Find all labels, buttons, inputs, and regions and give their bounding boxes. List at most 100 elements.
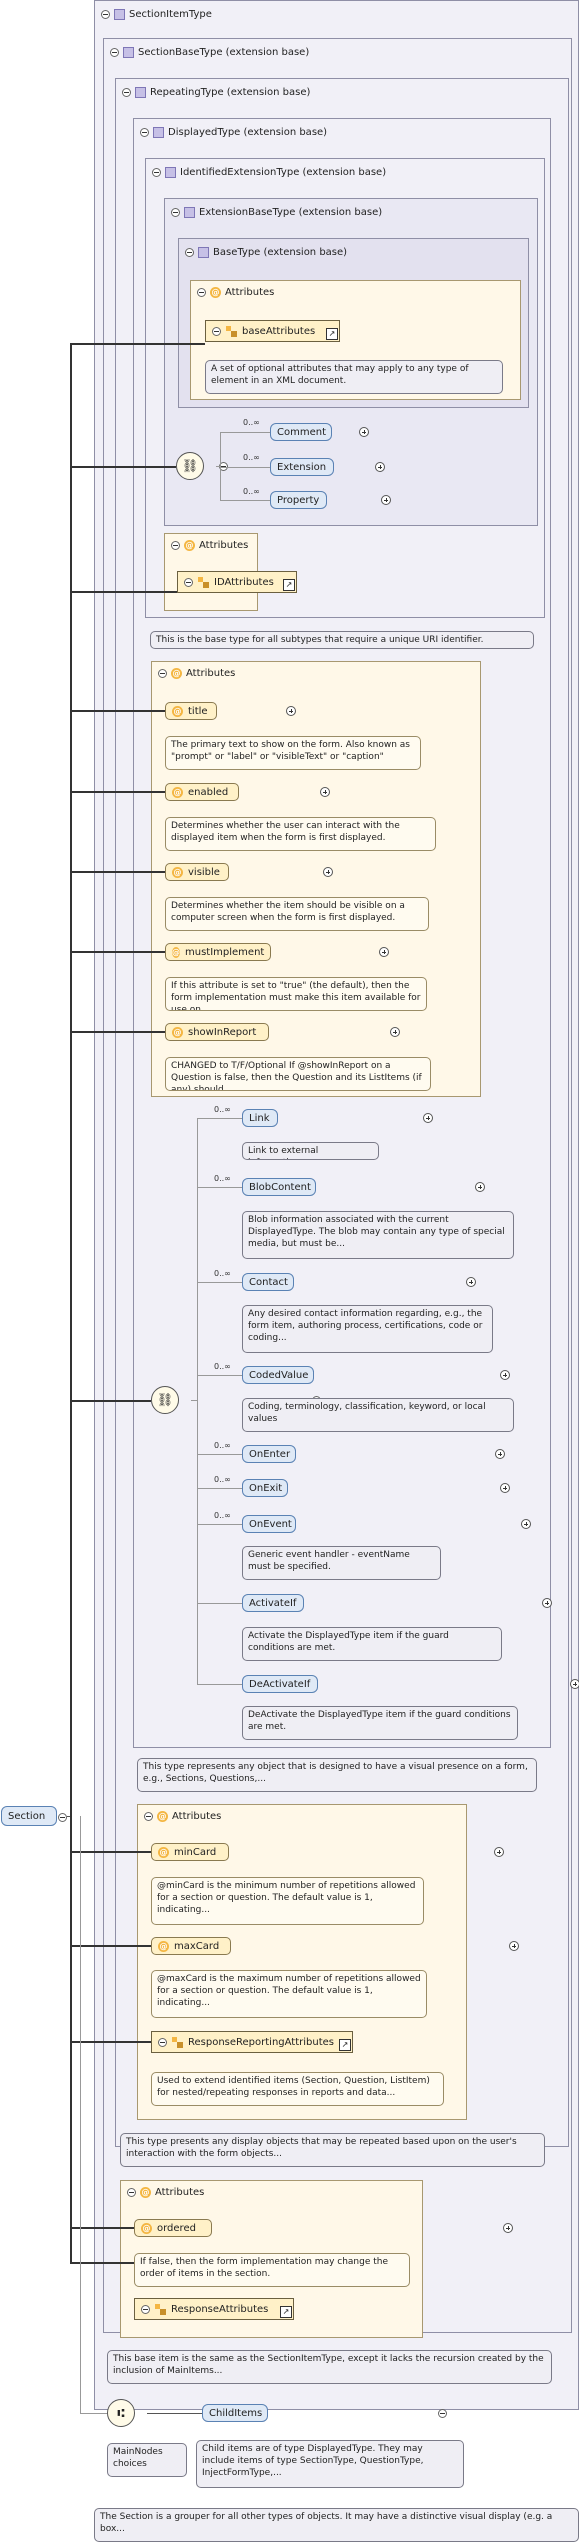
complex-type-icon (165, 166, 176, 178)
attribute-showinreport[interactable]: @ showInReport (165, 1023, 269, 1041)
collapse-toggle[interactable] (158, 669, 167, 678)
base-type-header: BaseType (extension base) (185, 245, 347, 259)
connector (70, 343, 72, 2263)
onexit-element[interactable]: OnExit (242, 1479, 288, 1497)
expand-toggle[interactable] (503, 2223, 514, 2233)
expand-toggle[interactable] (500, 1483, 510, 1493)
expand-toggle[interactable] (285, 706, 296, 716)
attribute-visible[interactable]: @ visible (165, 863, 229, 881)
id-attributes-group[interactable]: IDAttributes ↗ (177, 571, 297, 593)
expand-toggle[interactable] (475, 1182, 486, 1192)
root-element-section[interactable]: Section (1, 1806, 57, 1826)
collapse-toggle[interactable] (171, 207, 180, 217)
blobcontent-element[interactable]: BlobContent (242, 1178, 316, 1196)
collapse-toggle[interactable] (101, 9, 110, 19)
activateif-element[interactable]: ActivateIf (242, 1594, 304, 1612)
attribute-maxcard-note: @maxCard is the maximum number of repeti… (151, 1970, 427, 2018)
attribute-icon: @ (140, 2187, 151, 2198)
extension-sequence-icon[interactable]: ⛓ (176, 452, 204, 480)
connector (147, 2413, 202, 2414)
collapse-toggle[interactable] (127, 2188, 136, 2197)
attributes-header: @ Attributes (158, 668, 235, 679)
childitems-element[interactable]: ChildItems (202, 2404, 268, 2422)
repeating-type-header: RepeatingType (extension base) (122, 85, 310, 99)
collapse-toggle[interactable] (158, 2037, 167, 2047)
attribute-title-note: The primary text to show on the form. Al… (165, 736, 421, 770)
connector (197, 1488, 242, 1489)
collapse-toggle[interactable] (140, 127, 149, 137)
displayed-sequence-icon[interactable]: ⛓ (151, 1386, 179, 1414)
expand-toggle[interactable] (466, 1277, 477, 1287)
expand-toggle[interactable] (378, 947, 389, 957)
deactivateif-element[interactable]: DeActivateIf (242, 1675, 318, 1693)
expand-toggle[interactable] (493, 1847, 504, 1857)
codedvalue-element[interactable]: CodedValue (242, 1366, 314, 1384)
extension-element[interactable]: Extension (270, 458, 334, 476)
expand-toggle[interactable] (494, 1449, 505, 1459)
attribute-name: minCard (174, 1846, 217, 1858)
contact-element[interactable]: Contact (242, 1273, 294, 1291)
response-reporting-attributes-group[interactable]: ResponseReportingAttributes ↗ (151, 2031, 353, 2053)
complex-type-icon (123, 46, 134, 58)
expand-toggle[interactable] (374, 462, 385, 472)
cardinality-label: 0..∞ (243, 487, 260, 496)
attribute-title[interactable]: @ title (165, 702, 217, 720)
base-attributes-group[interactable]: baseAttributes ↗ (205, 320, 340, 342)
collapse-toggle[interactable] (110, 47, 119, 57)
attribute-name: title (188, 705, 208, 717)
complex-type-icon (114, 8, 125, 20)
collapse-toggle[interactable] (144, 1812, 153, 1821)
collapse-toggle[interactable] (212, 326, 221, 336)
section-base-type-title: SectionBaseType (extension base) (138, 46, 310, 58)
connector (191, 1400, 197, 1401)
complex-type-icon (135, 86, 146, 98)
attribute-mustimplement[interactable]: @ mustImplement (165, 943, 271, 961)
complex-type-icon (184, 206, 195, 218)
collapse-toggle[interactable] (184, 577, 193, 587)
expand-toggle[interactable] (508, 1941, 519, 1951)
attribute-ordered[interactable]: @ ordered (134, 2219, 212, 2237)
expand-toggle[interactable] (359, 427, 370, 437)
connector (197, 1375, 242, 1376)
attribute-enabled[interactable]: @ enabled (165, 783, 239, 801)
onenter-element[interactable]: OnEnter (242, 1445, 296, 1463)
identified-extension-type-note: This is the base type for all subtypes t… (150, 631, 534, 649)
connector (80, 2413, 107, 2414)
choice-collapse-toggle[interactable] (438, 2409, 448, 2418)
expand-toggle[interactable] (323, 867, 334, 877)
mainnodes-choice-note: MainNodes choices (107, 2443, 187, 2477)
attribute-group-icon (155, 2303, 166, 2315)
attribute-ordered-note: If false, then the form implementation m… (134, 2253, 410, 2287)
connector (70, 2227, 134, 2229)
connector (70, 710, 165, 712)
link-element[interactable]: Link (242, 1109, 278, 1127)
property-element[interactable]: Property (270, 491, 327, 509)
collapse-toggle[interactable] (141, 2304, 150, 2314)
expand-toggle[interactable] (569, 1679, 579, 1689)
collapse-toggle[interactable] (122, 87, 131, 97)
childitems-note: Child items are of type DisplayedType. T… (196, 2440, 464, 2488)
attribute-name: showInReport (188, 1026, 257, 1038)
collapse-toggle[interactable] (197, 288, 206, 297)
cardinality-label: 0..∞ (214, 1105, 231, 1114)
collapse-toggle[interactable] (171, 541, 180, 550)
expand-toggle[interactable] (380, 495, 391, 505)
expand-toggle[interactable] (499, 1370, 510, 1380)
comment-element[interactable]: Comment (270, 423, 332, 441)
element-label: BlobContent (249, 1181, 311, 1193)
expand-toggle[interactable] (521, 1519, 532, 1529)
response-attributes-group[interactable]: ResponseAttributes ↗ (134, 2298, 294, 2320)
root-collapse-toggle[interactable] (58, 1813, 67, 1822)
attribute-icon: @ (172, 786, 183, 798)
onevent-element[interactable]: OnEvent (242, 1515, 296, 1533)
expand-toggle[interactable] (320, 787, 331, 797)
collapse-toggle[interactable] (152, 167, 161, 177)
attribute-mincard[interactable]: @ minCard (151, 1843, 229, 1861)
activateif-note: Activate the DisplayedType item if the g… (242, 1627, 502, 1661)
collapse-toggle[interactable] (185, 247, 194, 257)
attribute-maxcard[interactable]: @ maxCard (151, 1937, 231, 1955)
expand-toggle[interactable] (542, 1598, 553, 1608)
expand-toggle[interactable] (423, 1113, 434, 1123)
mainnodes-choice-icon[interactable]: ⑆ (107, 2399, 135, 2427)
expand-toggle[interactable] (389, 1027, 400, 1037)
